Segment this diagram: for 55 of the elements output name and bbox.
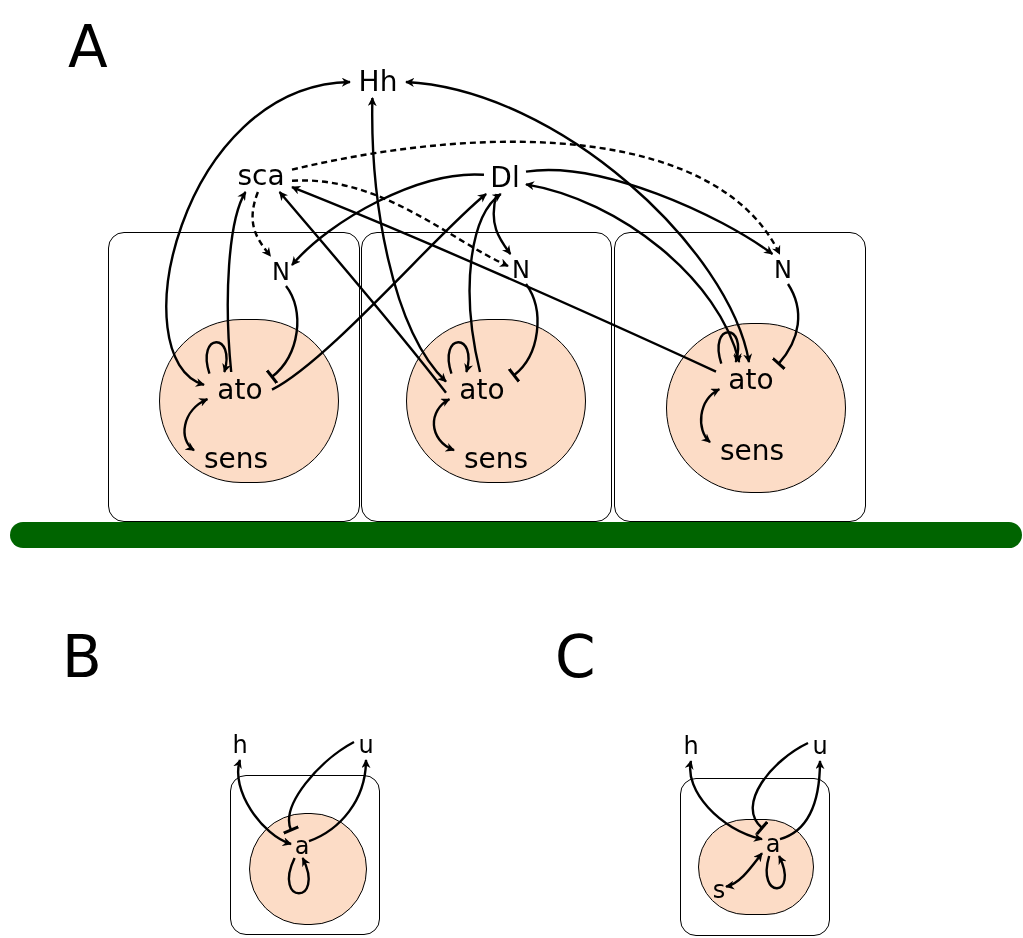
panel-letter: B <box>62 628 102 686</box>
gene-label: sca <box>230 160 292 192</box>
arrow <box>233 759 292 846</box>
arrow <box>226 191 247 373</box>
arrow <box>291 140 781 255</box>
arrow <box>251 191 272 257</box>
gene-label: a <box>764 830 782 858</box>
arrow <box>685 760 763 842</box>
panel-letter: C <box>555 628 596 686</box>
gene-label: a <box>293 832 311 860</box>
gene-label: h <box>681 731 701 761</box>
self-loop-arrow <box>287 857 310 895</box>
arrow <box>525 181 741 363</box>
self-loop-arrow <box>765 855 787 890</box>
gene-label: Dl <box>484 162 526 194</box>
arrow <box>525 168 774 255</box>
arrow <box>183 398 209 452</box>
self-loop-arrow <box>717 331 742 364</box>
gene-label: N <box>269 257 293 287</box>
arrow <box>278 191 447 394</box>
arrow <box>367 97 447 383</box>
gene-label: u <box>354 730 378 760</box>
arrow <box>725 852 763 889</box>
self-loop-arrow <box>447 341 473 374</box>
arrow <box>468 193 502 373</box>
cell-box <box>361 232 612 522</box>
cell-box <box>680 778 830 936</box>
gene-label: ato <box>206 374 274 406</box>
gene-label: sens <box>456 442 536 476</box>
cell-box <box>108 232 360 522</box>
gene-label: h <box>230 730 250 760</box>
cell-box <box>230 775 380 935</box>
arrow <box>308 759 371 843</box>
arrow <box>291 173 484 266</box>
self-loop-arrow <box>205 341 231 374</box>
gene-label: N <box>509 255 533 285</box>
arrow <box>405 78 752 363</box>
gene-label: Hh <box>350 66 406 98</box>
basement-membrane-bar <box>10 522 1022 548</box>
cell-box <box>614 232 866 522</box>
gene-label: sens <box>712 434 792 468</box>
gene-label: u <box>808 731 832 761</box>
gene-label: s <box>710 876 728 904</box>
gene-label: ato <box>448 374 516 406</box>
panel-letter: A <box>68 18 108 76</box>
gene-label: N <box>771 255 795 285</box>
arrow <box>432 398 455 452</box>
gene-label: ato <box>718 364 784 396</box>
arrow <box>291 186 717 373</box>
arrow <box>699 388 721 443</box>
arrow <box>779 760 825 841</box>
arrow <box>271 193 487 391</box>
gene-label: sens <box>196 442 276 476</box>
arrow <box>292 179 509 268</box>
arrow <box>165 78 351 386</box>
